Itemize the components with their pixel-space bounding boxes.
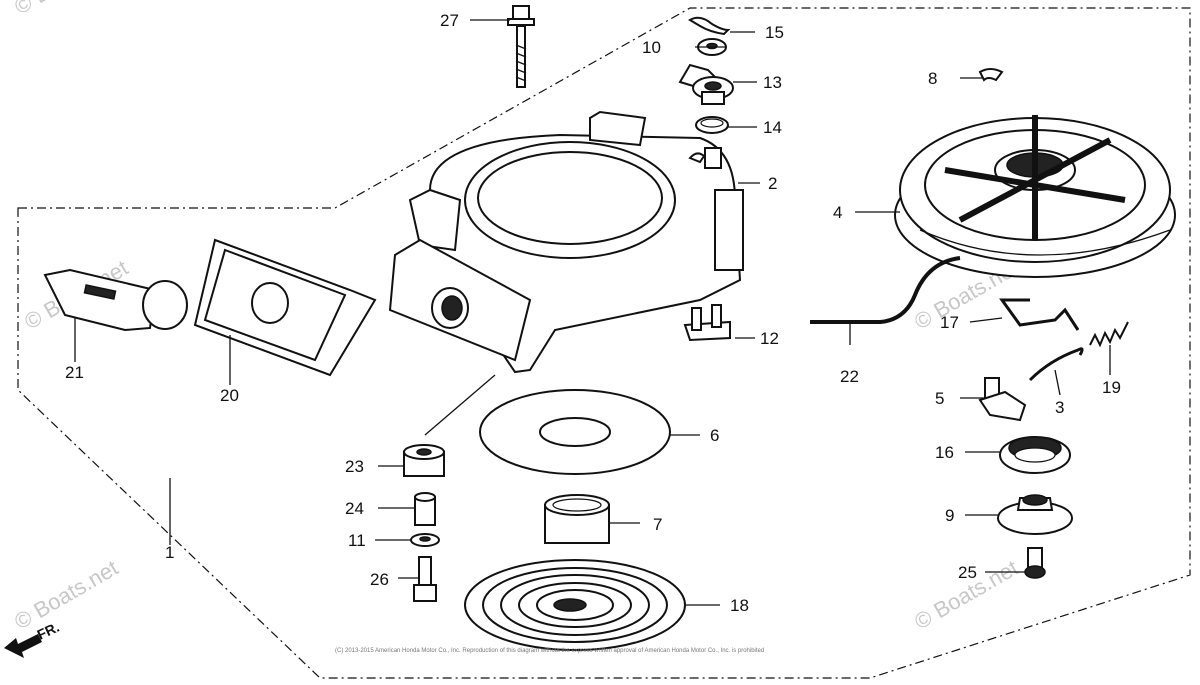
clip-15-icon [688, 16, 731, 36]
label-5: 5 [935, 389, 944, 408]
label-2: 2 [768, 174, 777, 193]
handle-21-icon [43, 268, 188, 332]
leader-lines [74, 19, 1111, 606]
spring-19-icon [1089, 321, 1129, 348]
starter-case-2-icon [388, 110, 744, 374]
label-11: 11 [348, 531, 366, 550]
label-13: 13 [763, 73, 782, 92]
label-25: 25 [958, 563, 977, 582]
collar-23-icon [403, 444, 445, 477]
bushing-7-icon [544, 494, 610, 544]
spring-14-icon [695, 116, 729, 134]
label-4: 4 [833, 203, 842, 222]
label-24: 24 [345, 499, 364, 518]
label-20: 20 [220, 386, 239, 405]
label-18: 18 [730, 596, 749, 615]
clip-8-icon [978, 68, 1004, 82]
spring-3-icon [1028, 347, 1084, 382]
ratchet-13-icon [678, 63, 734, 105]
recoil-spring-18-icon [464, 559, 686, 651]
label-15: 15 [765, 23, 784, 42]
label-8: 8 [928, 69, 937, 88]
spacer-24-icon [414, 492, 436, 526]
label-6: 6 [710, 426, 719, 445]
bolt-26-icon [413, 556, 437, 602]
assembly-boundary [17, 7, 1191, 679]
label-21: 21 [65, 363, 84, 382]
plate-6-icon [479, 389, 671, 475]
label-10: 10 [642, 38, 661, 57]
label-27: 27 [440, 11, 459, 30]
label-23: 23 [345, 457, 364, 476]
label-19: 19 [1102, 378, 1121, 397]
label-9: 9 [945, 506, 954, 525]
plate-9-icon [997, 494, 1073, 535]
part-numbers: 1 2 3 4 5 6 7 8 9 10 11 12 13 14 15 16 1… [65, 11, 1121, 615]
front-arrow-icon [4, 634, 42, 658]
pawl-5-icon [978, 377, 1027, 422]
label-7: 7 [653, 515, 662, 534]
washer-11-icon [410, 533, 440, 547]
grommet-20-icon [193, 238, 377, 377]
label-14: 14 [763, 118, 782, 137]
bolt-25-icon [1024, 547, 1046, 579]
label-17: 17 [940, 313, 959, 332]
wire-17-icon [999, 298, 1080, 331]
label-16: 16 [935, 443, 954, 462]
reel-4-icon [894, 115, 1176, 278]
rope-22-icon [810, 256, 961, 324]
pins-12-icon [683, 304, 731, 342]
watermark-6: © Boats.net [10, 0, 122, 19]
label-3: 3 [1055, 398, 1064, 417]
guide-16-icon [999, 436, 1071, 474]
label-1: 1 [165, 543, 174, 562]
copyright-notice: (C) 2013-2015 American Honda Motor Co., … [335, 648, 764, 654]
label-22: 22 [840, 367, 859, 386]
watermark-4: © Boats.net [10, 555, 122, 634]
label-12: 12 [760, 329, 779, 348]
bolt-27-icon [507, 5, 535, 88]
label-26: 26 [370, 570, 389, 589]
